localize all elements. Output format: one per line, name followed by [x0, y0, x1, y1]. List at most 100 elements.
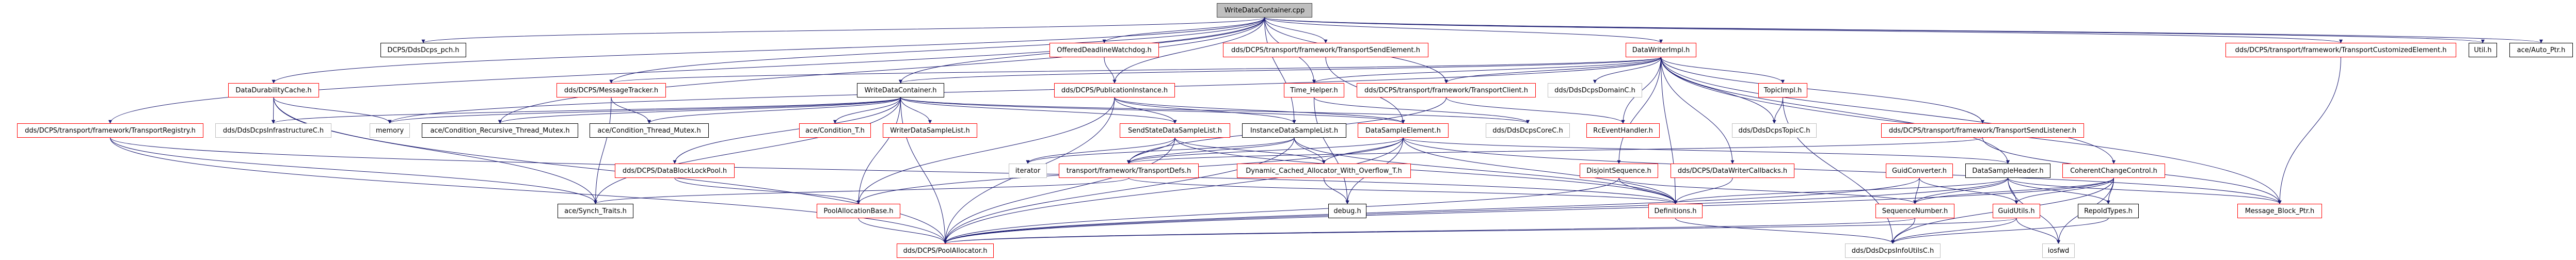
graph-node-dblp[interactable]: dds/DCPS/DataBlockLockPool.h	[615, 164, 735, 178]
node-label: dds/DdsDcpsTopicC.h	[1738, 126, 1810, 135]
node-label: WriteDataContainer.cpp	[1224, 6, 1305, 14]
graph-node-dcao[interactable]: Dynamic_Cached_Allocator_With_Overflow_T…	[1237, 164, 1411, 178]
graph-node-tce[interactable]: dds/DCPS/transport/framework/TransportCu…	[2225, 43, 2456, 57]
graph-node-autoptr[interactable]: ace/Auto_Ptr.h	[2509, 43, 2573, 57]
edge-ti-to-topicc	[1772, 97, 1783, 124]
edge-wdch-to-pa	[900, 97, 947, 244]
edge-dsh-to-seqn	[1913, 177, 2008, 204]
graph-node-synch[interactable]: ace/Synch_Traits.h	[558, 204, 633, 218]
node-label: DCPS/DdsDcps_pch.h	[387, 46, 459, 54]
graph-node-debug[interactable]: debug.h	[1328, 204, 1366, 218]
edge-dblp-to-pab	[674, 177, 861, 204]
graph-node-ct[interactable]: ace/Condition_T.h	[799, 123, 871, 138]
graph-node-wdsl[interactable]: WriterDataSampleList.h	[883, 123, 977, 138]
edge-dwi-to-djs	[1617, 57, 1661, 164]
edge-defs-to-infou	[1675, 218, 1895, 244]
edge-wdch-to-ctm	[647, 97, 901, 124]
graph-node-gutils[interactable]: GuidUtils.h	[1993, 204, 2040, 218]
edge-root-to-mt	[609, 17, 1265, 84]
node-label: dds/DCPS/transport/framework/TransportCl…	[1364, 86, 1529, 94]
graph-node-rceh[interactable]: RcEventHandler.h	[1586, 123, 1660, 138]
graph-node-treg[interactable]: dds/DCPS/transport/framework/TransportRe…	[17, 123, 203, 138]
edge-dsh-to-defs	[1674, 177, 2008, 204]
edge-tc-to-rceh	[1446, 97, 1625, 124]
edge-ssdsl-to-tdefs	[1127, 137, 1175, 164]
graph-node-odw[interactable]: OfferedDeadlineWatchdog.h	[1050, 43, 1159, 57]
graph-node-util[interactable]: Util.h	[2469, 43, 2497, 57]
edge-tsl-to-tdefs	[1127, 137, 1983, 164]
edge-wdch-to-ssdsl	[900, 97, 1177, 124]
graph-node-pi[interactable]: dds/DCPS/PublicationInstance.h	[1054, 83, 1175, 98]
node-label: dds/DCPS/transport/framework/TransportSe…	[1888, 126, 2077, 135]
node-label: DataWriterImpl.h	[1632, 46, 1690, 54]
graph-node-dse[interactable]: DataSampleElement.h	[1358, 123, 1449, 138]
edge-odw-to-pi	[1104, 57, 1117, 84]
edge-ddc-to-synch	[273, 97, 597, 204]
edge-idsl-to-pa	[943, 137, 1295, 244]
graph-node-mem[interactable]: memory	[370, 123, 410, 138]
edge-ssdsl-to-dcao	[1174, 137, 1326, 164]
graph-node-ddc[interactable]: DataDurabilityCache.h	[228, 83, 319, 98]
edge-dse-to-defs	[1403, 137, 1677, 204]
graph-node-root[interactable]: WriteDataContainer.cpp	[1217, 3, 1312, 18]
graph-node-seqn[interactable]: SequenceNumber.h	[1875, 204, 1954, 218]
edge-dwi-to-tsl	[1661, 57, 1984, 124]
edge-gconv-to-gutils	[1919, 177, 2018, 204]
edge-gutils-to-iosfwd	[2016, 218, 2060, 244]
graph-node-tsl[interactable]: dds/DCPS/transport/framework/TransportSe…	[1881, 123, 2084, 138]
graph-node-rit[interactable]: RepoIdTypes.h	[2078, 204, 2139, 218]
edge-djs-to-defs	[1618, 177, 1677, 204]
node-label: PoolAllocationBase.h	[823, 207, 894, 215]
graph-node-dwcb[interactable]: dds/DCPS/DataWriterCallbacks.h	[1671, 164, 1794, 178]
node-label: ace/Synch_Traits.h	[564, 207, 627, 215]
graph-node-tc[interactable]: dds/DCPS/transport/framework/TransportCl…	[1357, 83, 1536, 98]
edge-dwi-to-tc	[1444, 57, 1661, 84]
node-label: OfferedDeadlineWatchdog.h	[1057, 46, 1152, 54]
graph-node-ctm[interactable]: ace/Condition_Thread_Mutex.h	[590, 123, 709, 138]
edge-gconv-to-pa	[943, 177, 1920, 244]
node-label: Dynamic_Cached_Allocator_With_Overflow_T…	[1246, 167, 1402, 175]
graph-node-idsl[interactable]: InstanceDataSampleList.h	[1242, 123, 1346, 138]
graph-node-domc[interactable]: dds/DdsDcpsDomainC.h	[1548, 83, 1642, 98]
graph-node-th[interactable]: Time_Helper.h	[1284, 83, 1344, 98]
graph-node-infc[interactable]: dds/DdsDcpsInfrastructureC.h	[215, 123, 331, 138]
graph-node-ccc[interactable]: CoherentChangeControl.h	[2062, 164, 2165, 178]
edge-dse-to-tdefs	[1127, 137, 1404, 164]
graph-node-corec[interactable]: dds/DdsDcpsCoreC.h	[1486, 123, 1570, 138]
graph-node-iter[interactable]: iterator	[1009, 164, 1047, 178]
graph-node-dwi[interactable]: DataWriterImpl.h	[1626, 43, 1696, 57]
graph-node-topicc[interactable]: dds/DdsDcpsTopicC.h	[1732, 123, 1817, 138]
edge-seqn-to-infou	[1891, 218, 1915, 244]
graph-node-mt[interactable]: dds/DCPS/MessageTracker.h	[556, 83, 666, 98]
graph-node-defs[interactable]: Definitions.h	[1648, 204, 1703, 218]
graph-node-ssdsl[interactable]: SendStateDataSampleList.h	[1120, 123, 1230, 138]
edge-pi-to-pab	[856, 97, 1115, 204]
graph-node-gconv[interactable]: GuidConverter.h	[1886, 164, 1953, 178]
node-label: dds/DdsDcpsInfrastructureC.h	[222, 126, 324, 135]
graph-node-wdch[interactable]: WriteDataContainer.h	[857, 83, 944, 98]
graph-node-dsh[interactable]: DataSampleHeader.h	[1965, 164, 2050, 178]
edge-wdch-to-pab	[856, 97, 901, 204]
node-label: GuidUtils.h	[1998, 207, 2035, 215]
graph-node-infou[interactable]: dds/DdsDcpsInfoUtilsC.h	[1845, 243, 1941, 258]
edge-gutils-to-infou	[1891, 218, 2017, 244]
graph-node-djs[interactable]: DisjointSequence.h	[1580, 164, 1658, 178]
edge-idsl-to-defs	[1294, 137, 1677, 204]
graph-node-pa[interactable]: dds/DCPS/PoolAllocator.h	[897, 243, 994, 258]
graph-node-iosfwd[interactable]: iosfwd	[2042, 243, 2075, 258]
node-label: ace/Condition_Thread_Mutex.h	[597, 126, 701, 135]
graph-node-mbp[interactable]: Message_Block_Ptr.h	[2237, 204, 2322, 218]
graph-node-pch[interactable]: DCPS/DdsDcps_pch.h	[380, 43, 466, 57]
node-label: iterator	[1015, 167, 1041, 175]
node-label: dds/DCPS/DataBlockLockPool.h	[622, 167, 727, 175]
node-label: WriterDataSampleList.h	[890, 126, 970, 135]
edge-ccc-to-rit	[2106, 177, 2114, 204]
graph-node-tdefs[interactable]: transport/framework/TransportDefs.h	[1059, 164, 1199, 178]
graph-node-crtm[interactable]: ace/Condition_Recursive_Thread_Mutex.h	[422, 123, 578, 138]
graph-node-pab[interactable]: PoolAllocationBase.h	[817, 204, 900, 218]
edge-dse-to-dcao	[1322, 137, 1404, 164]
graph-node-tse[interactable]: dds/DCPS/transport/framework/TransportSe…	[1223, 43, 1428, 57]
edge-dsh-to-pa	[943, 177, 2008, 244]
graph-node-ti[interactable]: TopicImpl.h	[1758, 83, 1807, 98]
edge-wdch-to-infc	[272, 97, 901, 124]
